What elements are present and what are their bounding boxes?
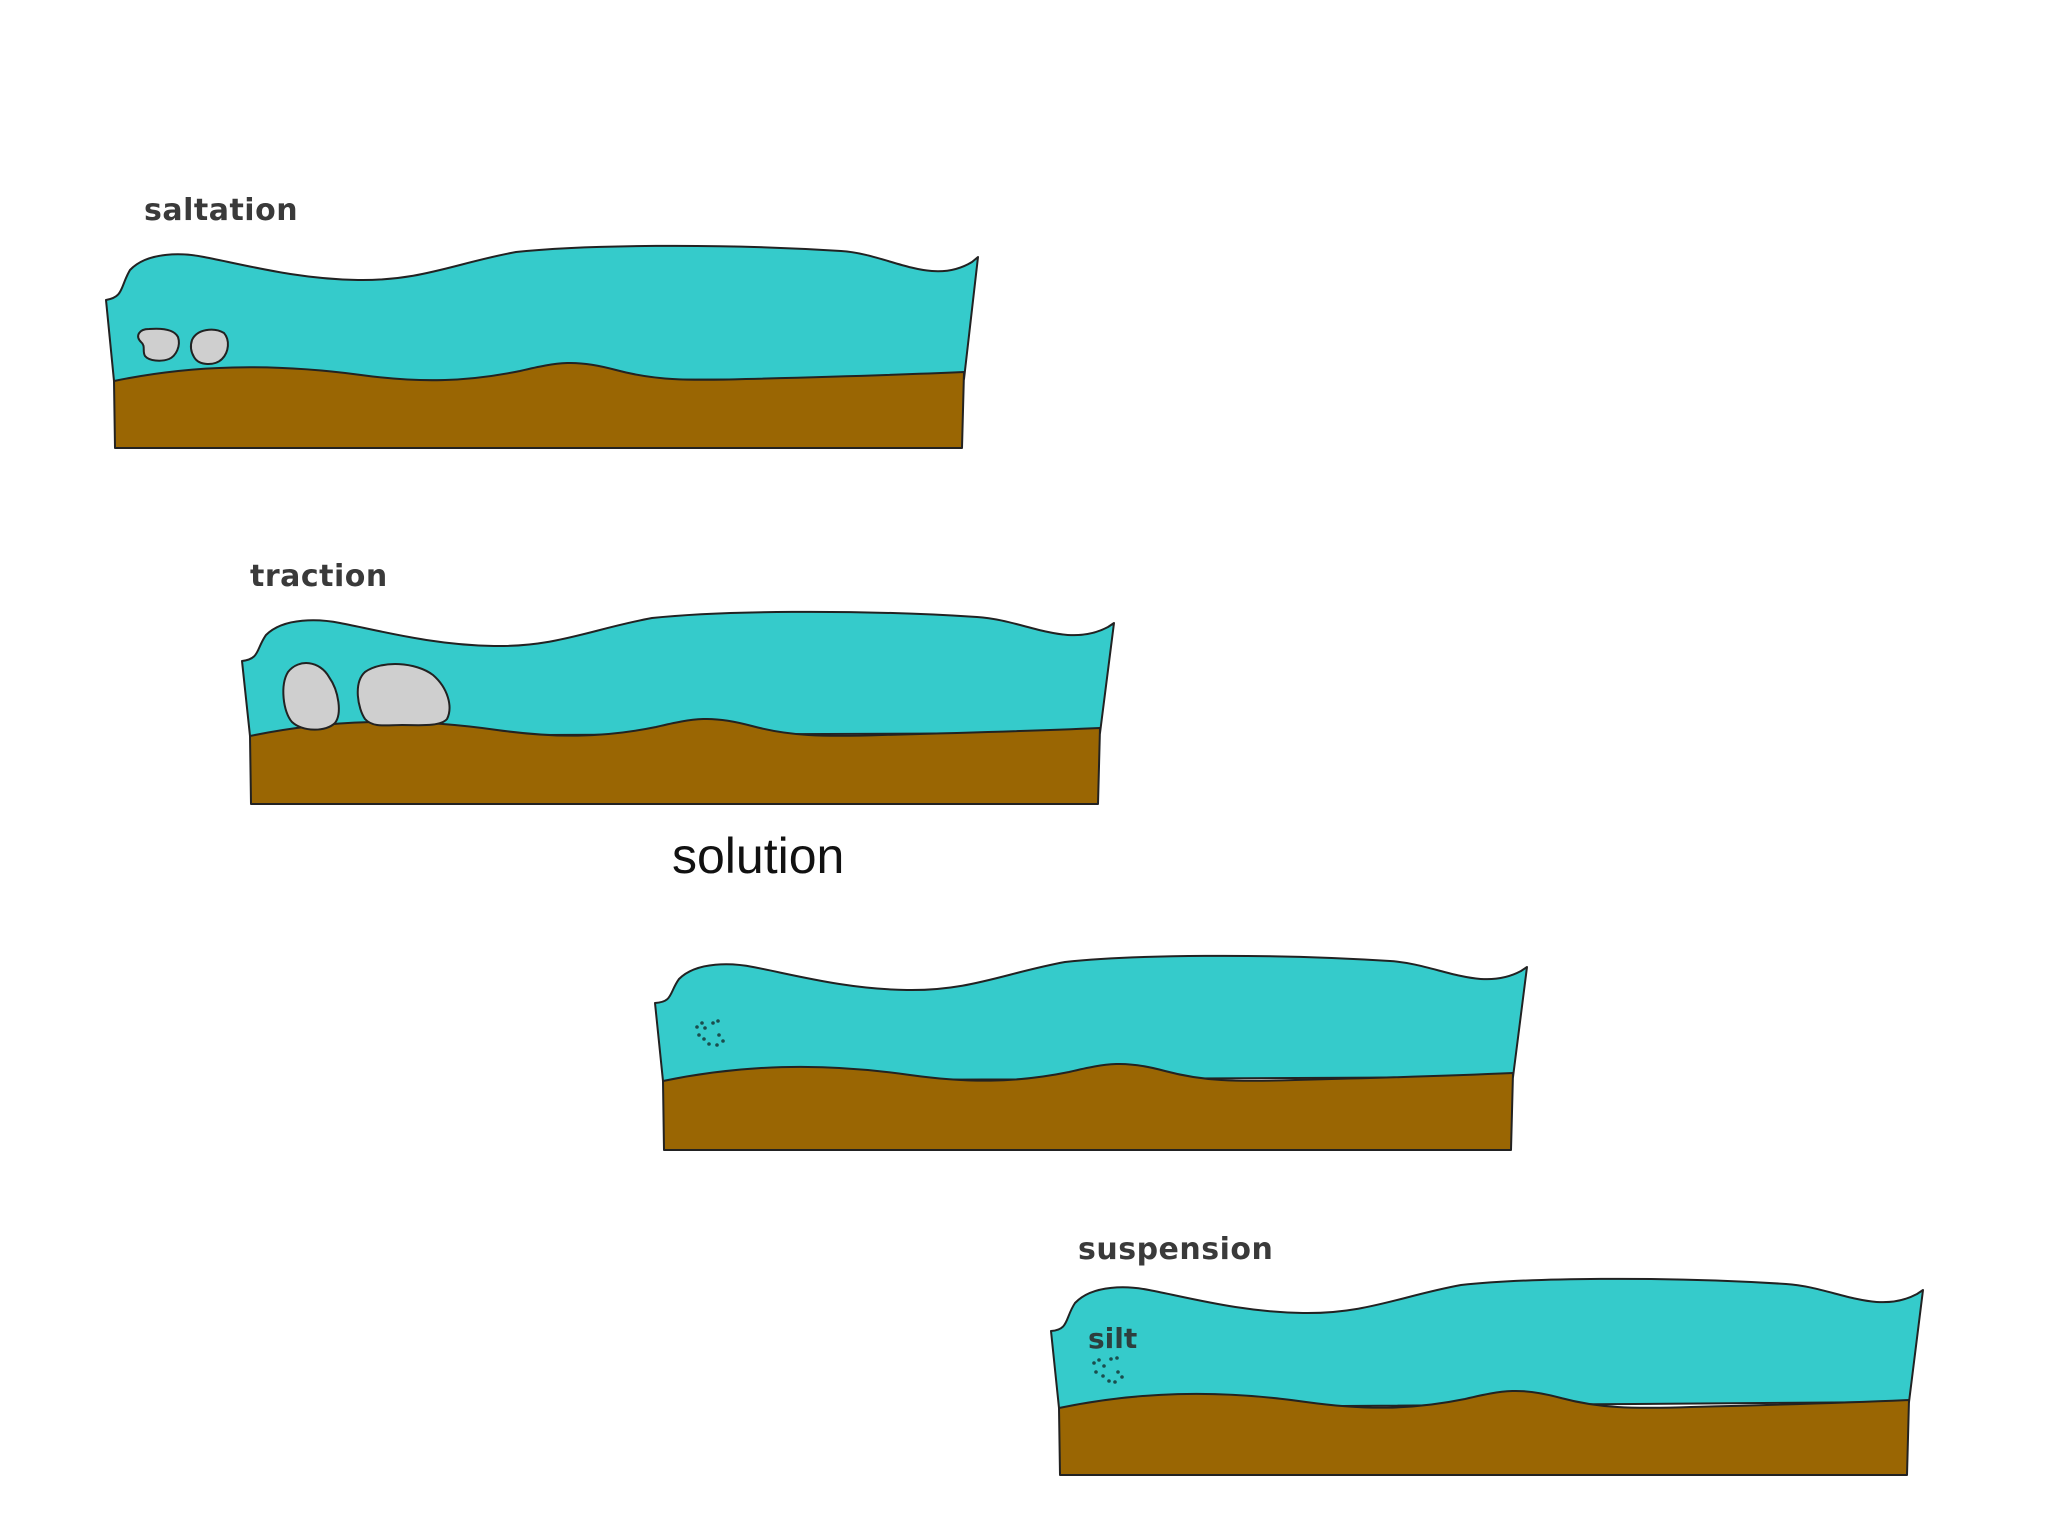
solution-riverbed-diagram: [654, 954, 1528, 1151]
suspension-riverbed-diagram: [1050, 1277, 1924, 1476]
suspension-panel: suspension silt: [1050, 1232, 1951, 1518]
traction-riverbed-diagram: [241, 610, 1115, 805]
traction-boulder-2: [356, 663, 451, 727]
solution-dissolved-particles: [695, 1019, 725, 1047]
solution-label: solution: [672, 828, 845, 884]
traction-water: [241, 610, 1115, 737]
saltation-small-stone-1: [137, 327, 180, 362]
solution-water: [654, 954, 1528, 1082]
traction-river-bed: [249, 718, 1101, 805]
suspension-water: [1050, 1277, 1924, 1409]
suspension-river-bed: [1058, 1390, 1910, 1476]
traction-boulder-1: [282, 662, 340, 731]
traction-panel: traction: [241, 559, 1142, 851]
saltation-riverbed-diagram: [105, 244, 979, 449]
solution-river-bed: [662, 1063, 1514, 1151]
saltation-panel: saltation: [105, 193, 1006, 485]
saltation-small-stone-2: [189, 328, 229, 365]
saltation-label: saltation: [144, 193, 299, 228]
silt-particles: [1092, 1356, 1124, 1384]
traction-label: traction: [250, 559, 388, 594]
saltation-river-bed: [113, 362, 965, 449]
silt-label: silt: [1088, 1322, 1138, 1355]
suspension-label: suspension: [1078, 1232, 1274, 1267]
solution-panel: [654, 954, 1555, 1195]
saltation-water: [105, 244, 979, 382]
